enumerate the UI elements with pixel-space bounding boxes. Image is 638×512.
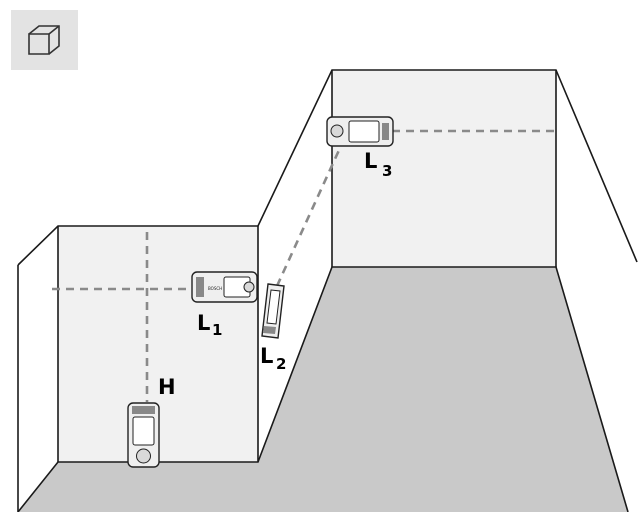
label-h: H bbox=[158, 375, 176, 399]
label-l2: L bbox=[260, 344, 273, 368]
laser-device-l1: BOSCH bbox=[192, 272, 257, 302]
label-l1-subscript: 1 bbox=[212, 321, 222, 339]
label-l3-subscript: 3 bbox=[382, 162, 392, 180]
device-brand-l1: BOSCH bbox=[208, 286, 222, 291]
label-l2-subscript: 2 bbox=[276, 355, 286, 373]
laser-device-l3 bbox=[327, 117, 393, 146]
label-l1: L bbox=[197, 311, 210, 335]
laser-device-h bbox=[128, 403, 159, 467]
label-l3: L bbox=[364, 149, 377, 173]
